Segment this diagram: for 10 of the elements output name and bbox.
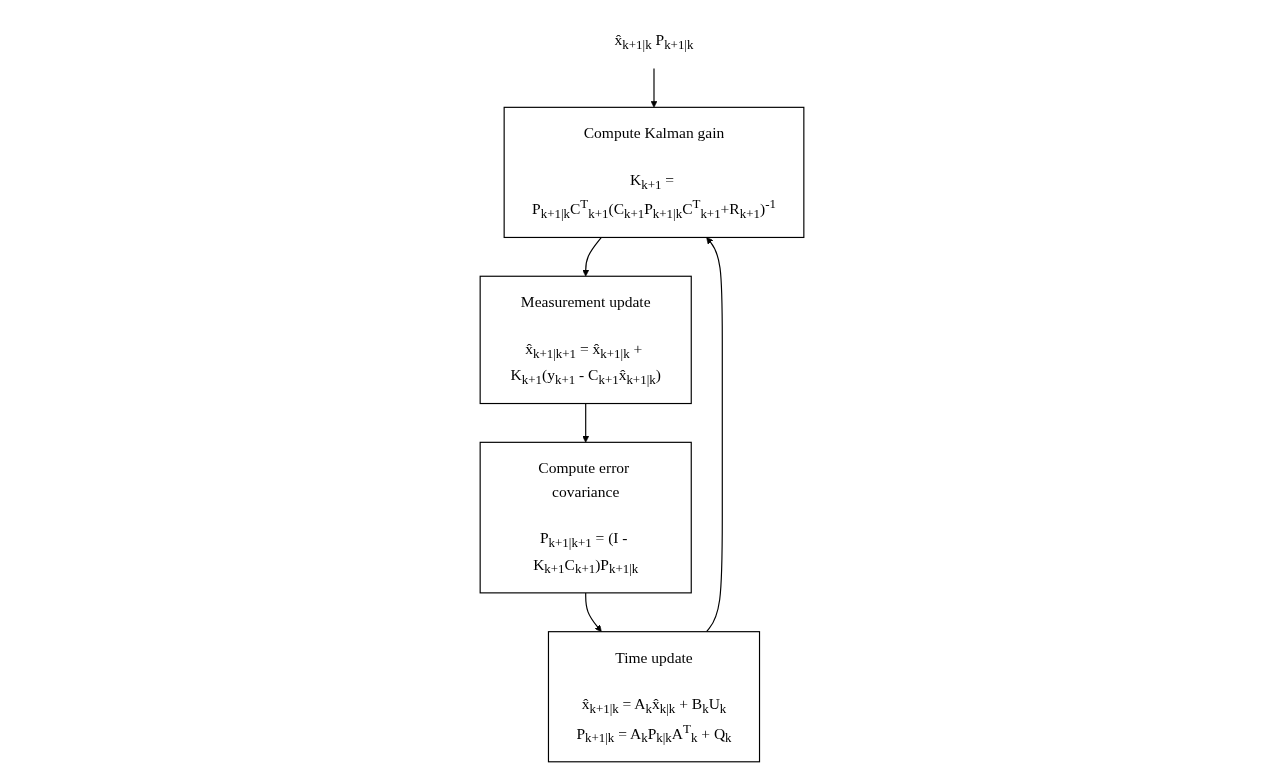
- arrow: [582, 402, 590, 443]
- node-box: Compute error covariance P$_{k+1|k+1}$ = (I - K$_{k+1}$C$_{k+1}$)P$_{k+1|k}$: [479, 441, 692, 594]
- node-box: Compute Kalman gain K$_{k+1}$ = P$_{k+1|k}$C$^{T}$$_{k+1}$(C$_{k+1}$P$_{k+1|k}$C$^{T}$$_{k+1}$+R$_{k+1}$)$^{-1}$: [503, 106, 805, 239]
- arrow: [585, 592, 602, 632]
- arrow: [582, 236, 602, 277]
- node-box: Time update x̂$_{k+1|k}$ = A$_{k}$x̂$_{k|k}$ + B$_{k}$U$_{k}$ P$_{k+1|k}$ = A$_{k}$P$_{k|k}$A$^{T}$$_{k}$ + Q$_{k}$: [547, 631, 761, 763]
- node-box: Measurement update x̂$_{k+1|k+1}$ = x̂$_{k+1|k}$ + K$_{k+1}$(y$_{k+1}$ - C$_{k+1}$x̂$_{k+1|k}$): [479, 275, 692, 405]
- arrow: [706, 237, 723, 633]
- node-text: x̂$_{k+1|k}$ P$_{k+1|k}$: [614, 31, 694, 53]
- arrow: [650, 67, 658, 108]
